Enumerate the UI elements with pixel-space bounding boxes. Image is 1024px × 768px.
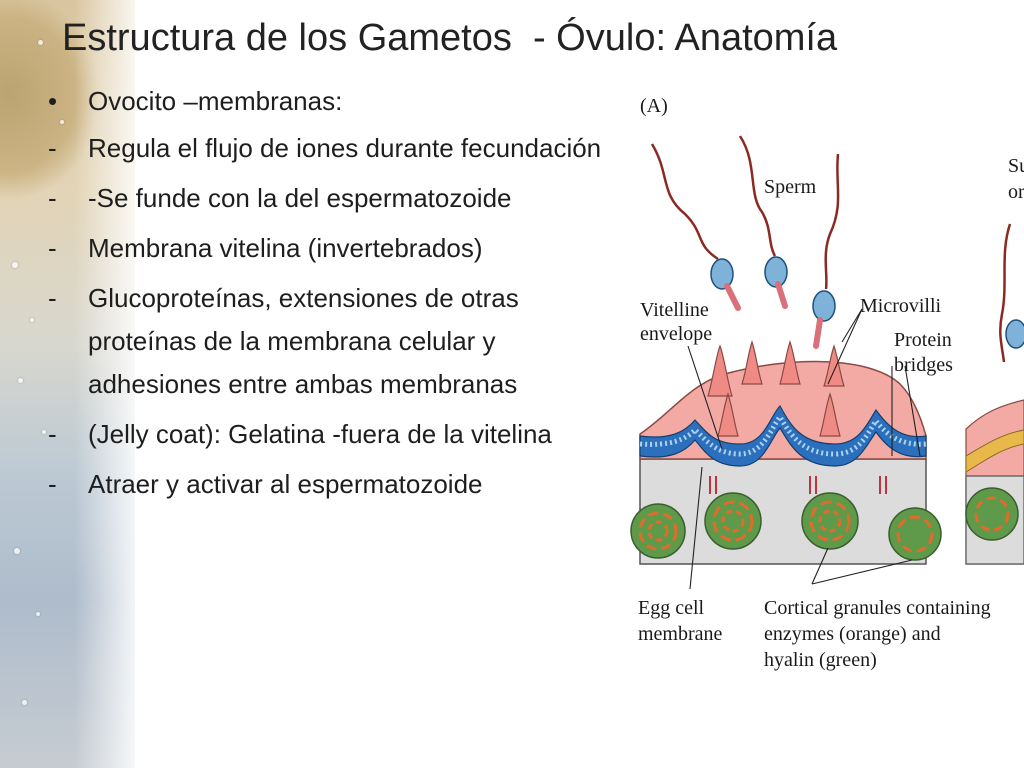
bullet-item: - (Jelly coat): Gelatina -fuera de la vit… <box>46 413 606 456</box>
leader-lines <box>687 308 921 590</box>
dash-marker: - <box>48 183 57 213</box>
microvilli-group <box>707 340 845 437</box>
speck <box>14 548 20 554</box>
bullet-text: Atraer y activar al espermatozoide <box>88 469 483 499</box>
microvillus <box>707 344 733 397</box>
sperm-cells <box>650 135 840 349</box>
vitelline-label-line2: envelope <box>640 323 712 345</box>
bullet-text: Regula el flujo de iones durante fecunda… <box>88 133 602 163</box>
bullet-item: - Glucoproteínas, extensiones de otras pr… <box>46 277 606 406</box>
bullet-item: - -Se funde con la del espermatozoide <box>46 177 606 220</box>
sperm-label: Sperm <box>764 176 817 198</box>
egg-membrane-label-line1: Egg cell <box>638 597 705 619</box>
microvillus <box>741 340 763 385</box>
dash-marker: - <box>48 133 57 163</box>
cortical-granule <box>630 503 686 559</box>
cortical-label-line3: hyalin (green) <box>764 649 877 671</box>
cortical-granule <box>704 492 762 550</box>
bullet-item: • Ovocito –membranas: <box>46 80 606 123</box>
microvilli-label: Microvilli <box>860 295 942 317</box>
bullet-text: Membrana vitelina (invertebrados) <box>88 233 483 263</box>
cut-label-line2: or <box>1008 181 1024 203</box>
protein-label-line2: bridges <box>894 354 953 376</box>
bullet-item: - Membrana vitelina (invertebrados) <box>46 227 606 270</box>
dash-marker: - <box>48 283 57 313</box>
dash-marker: - <box>48 233 57 263</box>
slide-title: Estructura de los Gametos - Óvulo: Anato… <box>62 17 838 59</box>
microvillus <box>819 392 841 437</box>
cut-label-line1: Su <box>1008 155 1024 177</box>
dash-marker: - <box>48 469 57 499</box>
cortex-block <box>639 458 927 565</box>
sperm-cell <box>650 143 741 311</box>
microvillus <box>717 392 739 437</box>
cortical-label-line1: Cortical granules containing <box>764 597 991 619</box>
microscope-background-strip <box>0 0 135 768</box>
speck <box>38 40 43 45</box>
speck <box>18 378 23 383</box>
partial-panel-b <box>965 223 1024 565</box>
bullet-marker: • <box>48 86 58 116</box>
speck <box>22 700 27 705</box>
sperm-cell <box>738 135 788 309</box>
dash-marker: - <box>48 419 57 449</box>
egg-membrane-label-line2: membrane <box>638 623 723 645</box>
panel-label: (A) <box>640 95 668 117</box>
bullet-text: -Se funde con la del espermatozoide <box>88 183 512 213</box>
bullet-text: Ovocito –membranas: <box>88 86 343 116</box>
speck <box>30 318 34 322</box>
bullet-item: - Atraer y activar al espermatozoide <box>46 463 606 506</box>
protein-label-line1: Protein <box>894 329 952 351</box>
cortical-granule <box>888 507 942 561</box>
vitelline-label-line1: Vitelline <box>640 299 709 321</box>
microvillus <box>779 340 801 385</box>
bullet-item: - Regula el flujo de iones durante fecund… <box>46 127 606 170</box>
cortical-granule <box>801 492 859 550</box>
egg-anatomy-figure: (A) Sperm Vitelline envelope Microvilli … <box>630 95 1024 671</box>
bullet-text: (Jelly coat): Gelatina -fuera de la vite… <box>88 419 552 449</box>
cortical-granules <box>630 492 942 561</box>
cortex-filaments <box>709 476 887 494</box>
bullet-text: Glucoproteínas, extensiones de otras pro… <box>88 283 519 399</box>
speck <box>36 612 40 616</box>
sperm-cell <box>812 153 840 349</box>
speck <box>12 262 18 268</box>
bullet-list: • Ovocito –membranas: - Regula el flujo de… <box>46 80 606 513</box>
cortical-label-line2: enzymes (orange) and <box>764 623 941 645</box>
microvillus <box>823 344 845 387</box>
